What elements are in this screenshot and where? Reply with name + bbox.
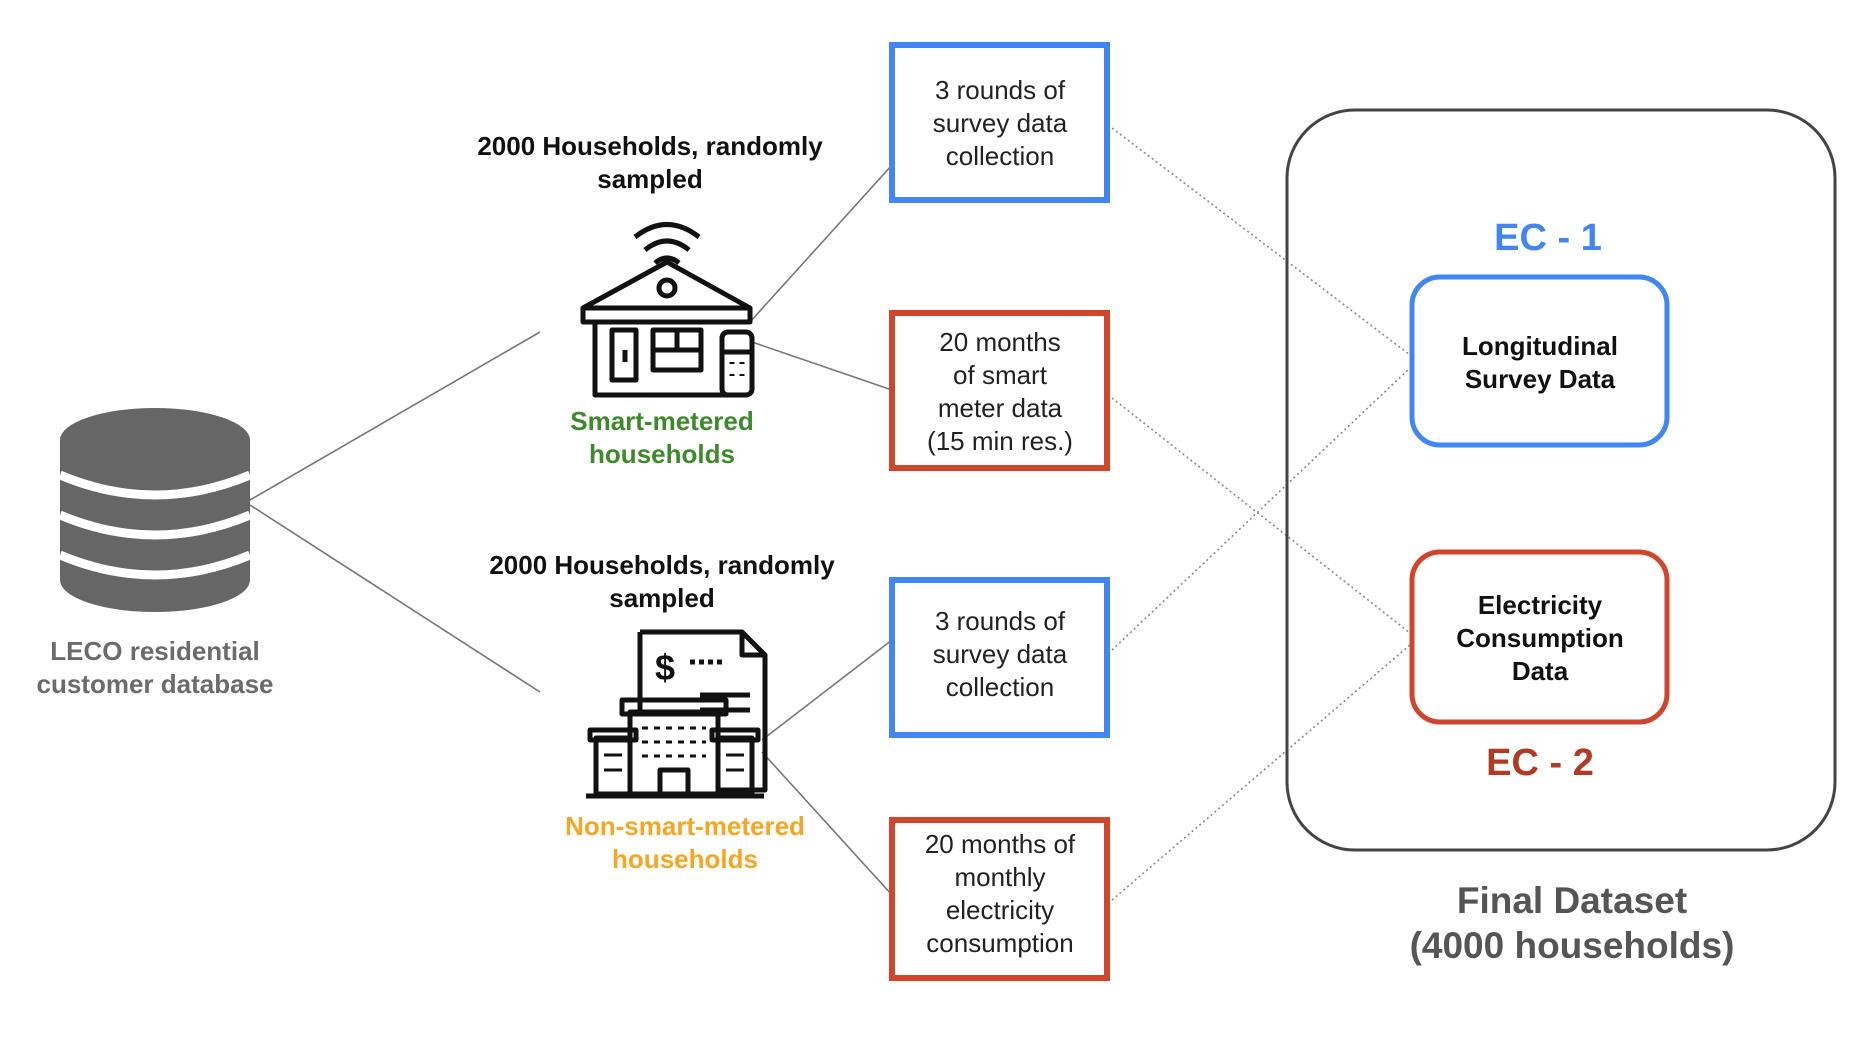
nonsmart-billing-line4: consumption — [926, 928, 1073, 958]
connector-db-to-nonsmart — [249, 504, 541, 693]
smart-meter-line2: of smart — [953, 360, 1048, 390]
nonsmart-survey-line1: 3 rounds of — [935, 606, 1066, 636]
nonsmart-billing-line1: 20 months of — [925, 829, 1076, 859]
smart-home-icon — [580, 222, 755, 398]
connector-smart-to-survey — [749, 164, 893, 323]
dotted-connectors — [1111, 127, 1411, 901]
longitudinal-survey-line2: Survey Data — [1465, 364, 1616, 394]
electricity-consumption-line2: Consumption — [1456, 623, 1624, 653]
svg-text:$: $ — [655, 647, 675, 688]
electricity-consumption-line1: Electricity — [1478, 590, 1603, 620]
nonsmart-sample-label-line2: sampled — [609, 583, 715, 613]
ec1-label: EC - 1 — [1494, 217, 1602, 259]
smart-meter-line3: meter data — [938, 393, 1063, 423]
nonsmart-survey-line2: survey data — [933, 639, 1068, 669]
dotted-nonsmart-survey-to-ec1 — [1111, 367, 1411, 651]
connector-smart-to-meter — [751, 341, 893, 391]
final-dataset-title-line1: Final Dataset — [1457, 880, 1687, 921]
nonsmart-group-name-line2: households — [612, 844, 758, 874]
smart-survey-line3: collection — [946, 141, 1054, 171]
smart-survey-box: 3 rounds of survey data collection — [889, 42, 1110, 203]
connector-nonsmart-to-billing — [761, 751, 893, 896]
final-dataset-title-line2: (4000 households) — [1410, 925, 1735, 966]
electricity-consumption-box: Electricity Consumption Data — [1409, 549, 1670, 725]
smart-sample-label-line1: 2000 Households, randomly — [477, 131, 823, 161]
smart-group-name-line1: Smart-metered — [570, 406, 754, 436]
database-label-line2: customer database — [37, 669, 274, 699]
dotted-smart-meter-to-ec2 — [1111, 397, 1411, 634]
dotted-smart-survey-to-ec1 — [1111, 127, 1411, 356]
bill-building-icon: $ — [586, 629, 768, 799]
nonsmart-sample-label-line1: 2000 Households, randomly — [489, 550, 835, 580]
nonsmart-survey-box: 3 rounds of survey data collection — [889, 577, 1110, 738]
connector-nonsmart-to-survey — [761, 639, 893, 741]
smart-meter-line1: 20 months — [939, 327, 1060, 357]
longitudinal-survey-box: Longitudinal Survey Data — [1409, 274, 1670, 448]
nonsmart-billing-box: 20 months of monthly electricity consump… — [889, 817, 1110, 981]
dotted-nonsmart-billing-to-ec2 — [1111, 644, 1411, 901]
solid-connectors — [249, 164, 893, 896]
database-icon — [58, 408, 252, 612]
smart-group-name-line2: households — [589, 439, 735, 469]
nonsmart-group-name-line1: Non-smart-metered — [565, 811, 805, 841]
smart-meter-box: 20 months of smart meter data (15 min re… — [889, 310, 1110, 471]
ec2-label: EC - 2 — [1486, 742, 1594, 784]
longitudinal-survey-line1: Longitudinal — [1462, 331, 1618, 361]
nonsmart-billing-line2: monthly — [954, 862, 1045, 892]
smart-survey-line1: 3 rounds of — [935, 75, 1066, 105]
database-label-line1: LECO residential — [50, 636, 260, 666]
connector-db-to-smart — [249, 331, 541, 501]
smart-sample-label-line2: sampled — [597, 164, 703, 194]
nonsmart-survey-line3: collection — [946, 672, 1054, 702]
nonsmart-billing-line3: electricity — [946, 895, 1054, 925]
smart-meter-line4: (15 min res.) — [927, 426, 1073, 456]
electricity-consumption-line3: Data — [1512, 656, 1569, 686]
smart-survey-line2: survey data — [933, 108, 1068, 138]
final-dataset-container — [1285, 108, 1837, 852]
